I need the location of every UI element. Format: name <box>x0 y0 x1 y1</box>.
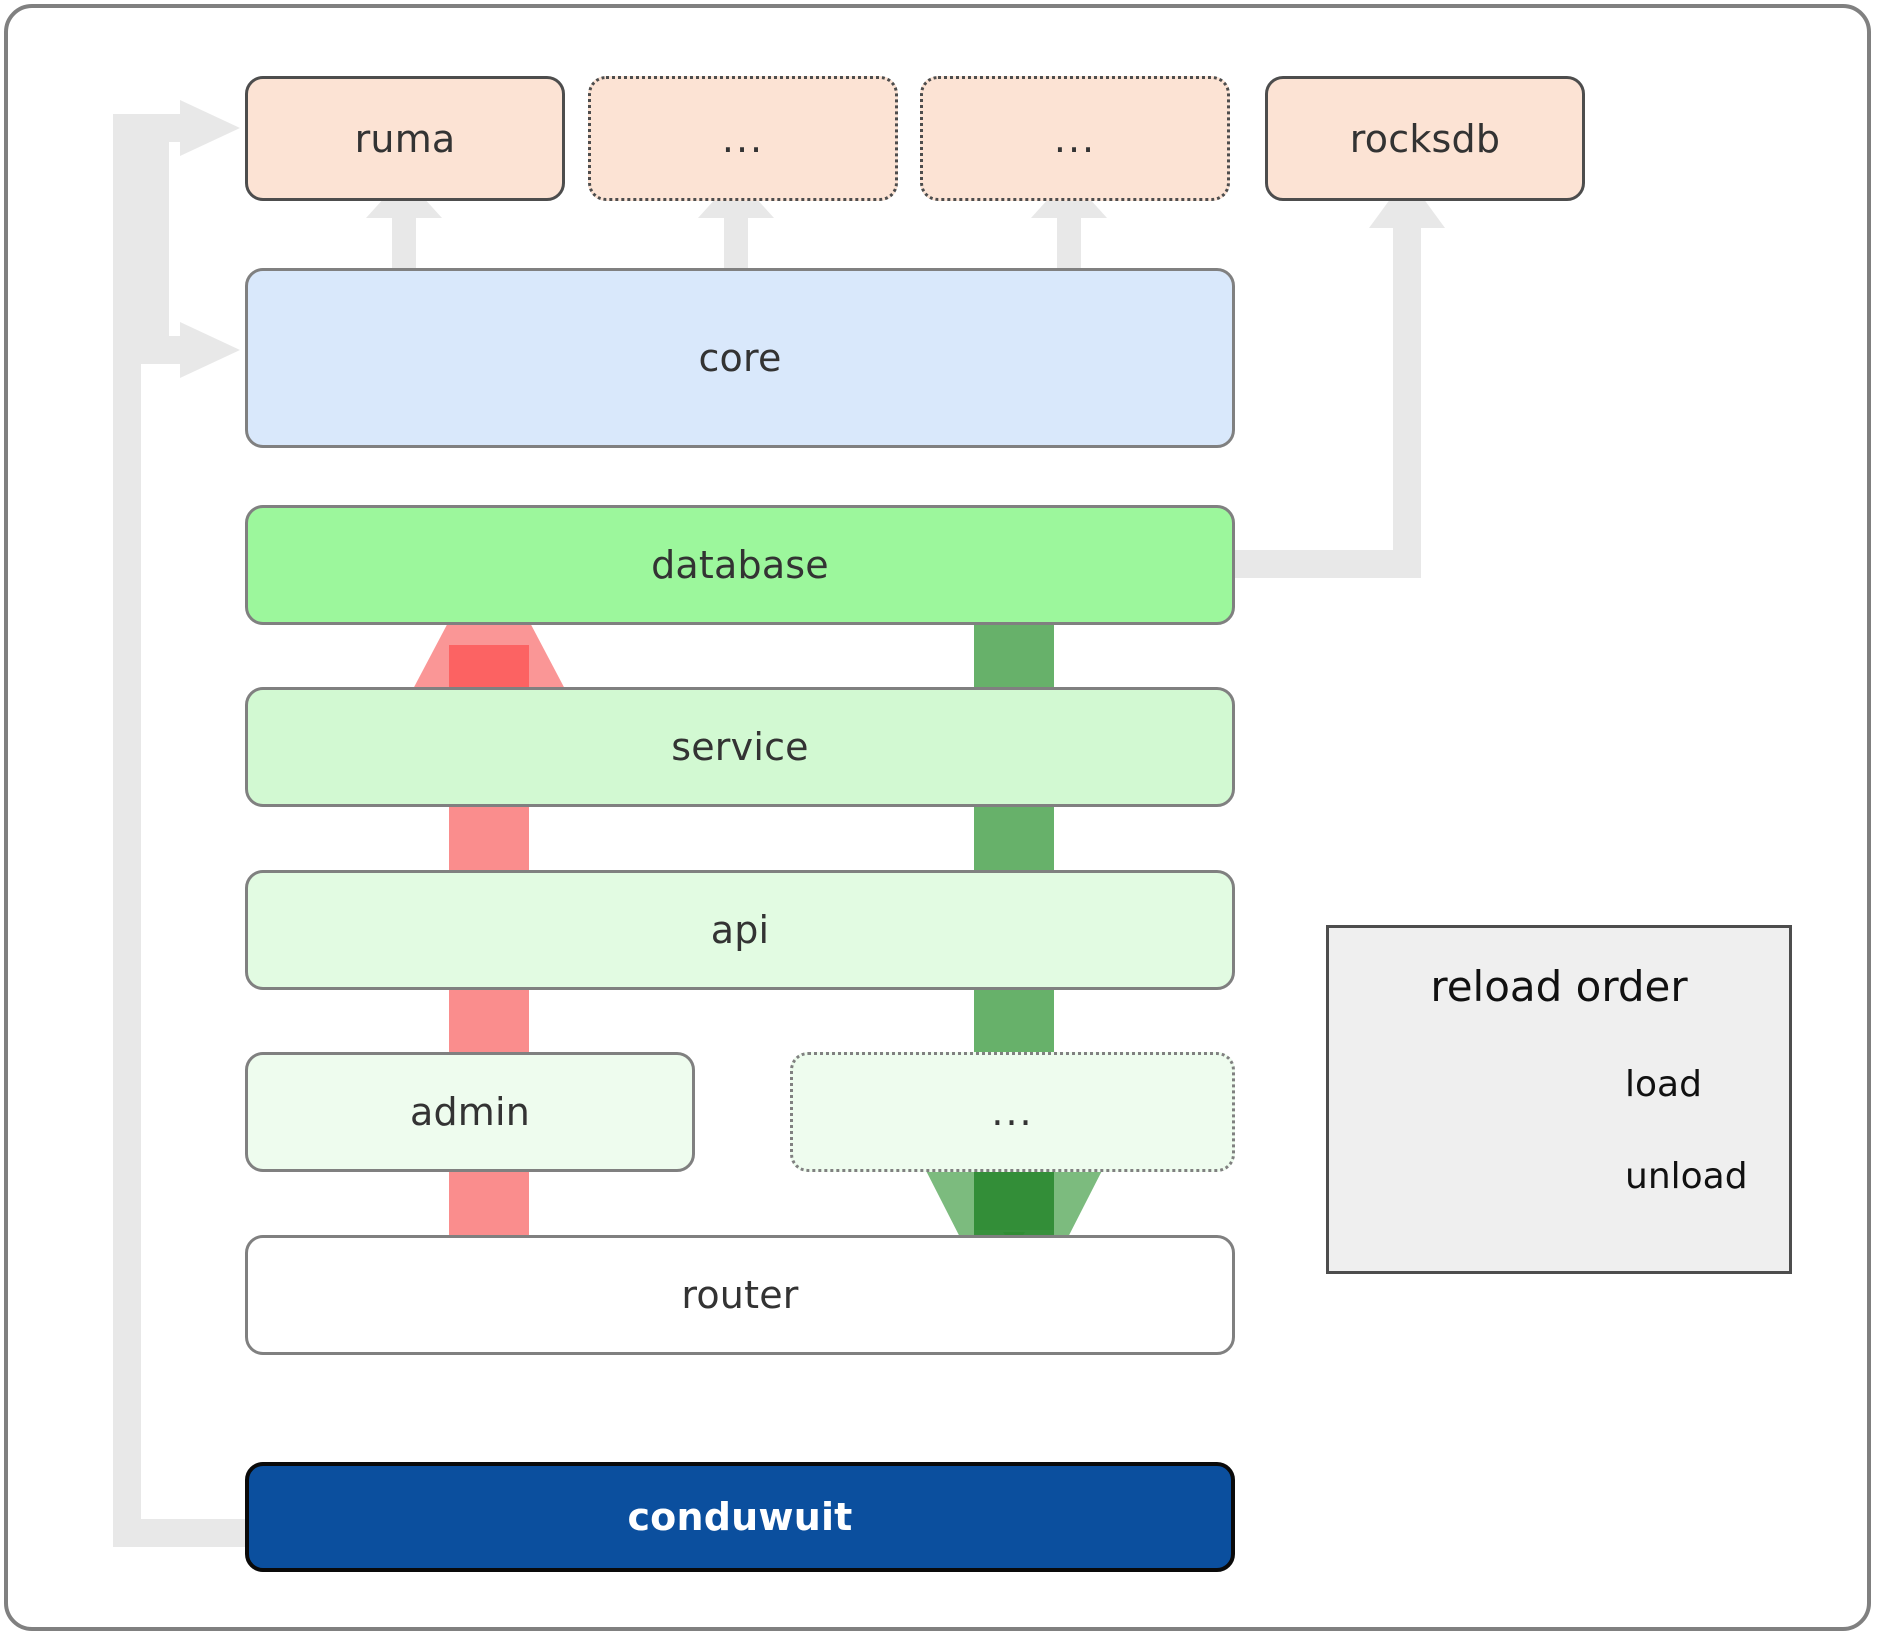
node-service[interactable]: service <box>245 687 1235 807</box>
node-core-label: core <box>698 336 782 380</box>
node-admin[interactable]: admin <box>245 1052 695 1172</box>
node-ext-ellipsis-2[interactable]: ... <box>920 76 1230 201</box>
node-database-label: database <box>651 543 829 587</box>
node-ruma-label: ruma <box>354 116 456 161</box>
node-rocksdb-label: rocksdb <box>1349 116 1501 161</box>
node-conduwuit-label: conduwuit <box>627 1495 853 1539</box>
node-ext-ellipsis-1[interactable]: ... <box>588 76 898 201</box>
node-api-label: api <box>710 908 770 952</box>
node-service-label: service <box>671 725 809 769</box>
node-admin-label: admin <box>409 1090 531 1134</box>
diagram-frame <box>4 4 1871 1631</box>
legend-box: reload order load unload <box>1326 925 1792 1274</box>
legend-label-load: load <box>1625 1064 1702 1105</box>
node-ext-ellipsis-1-label: ... <box>721 116 765 161</box>
node-conduwuit[interactable]: conduwuit <box>245 1462 1235 1572</box>
node-admin-ellipsis-label: ... <box>991 1090 1034 1134</box>
node-rocksdb[interactable]: rocksdb <box>1265 76 1585 201</box>
node-ruma[interactable]: ruma <box>245 76 565 201</box>
legend-label-unload: unload <box>1625 1156 1748 1197</box>
legend-title: reload order <box>1430 962 1688 1011</box>
node-database[interactable]: database <box>245 505 1235 625</box>
node-router[interactable]: router <box>245 1235 1235 1355</box>
node-router-label: router <box>681 1273 799 1317</box>
node-ext-ellipsis-2-label: ... <box>1053 116 1097 161</box>
node-admin-ellipsis[interactable]: ... <box>790 1052 1235 1172</box>
node-core[interactable]: core <box>245 268 1235 448</box>
node-api[interactable]: api <box>245 870 1235 990</box>
